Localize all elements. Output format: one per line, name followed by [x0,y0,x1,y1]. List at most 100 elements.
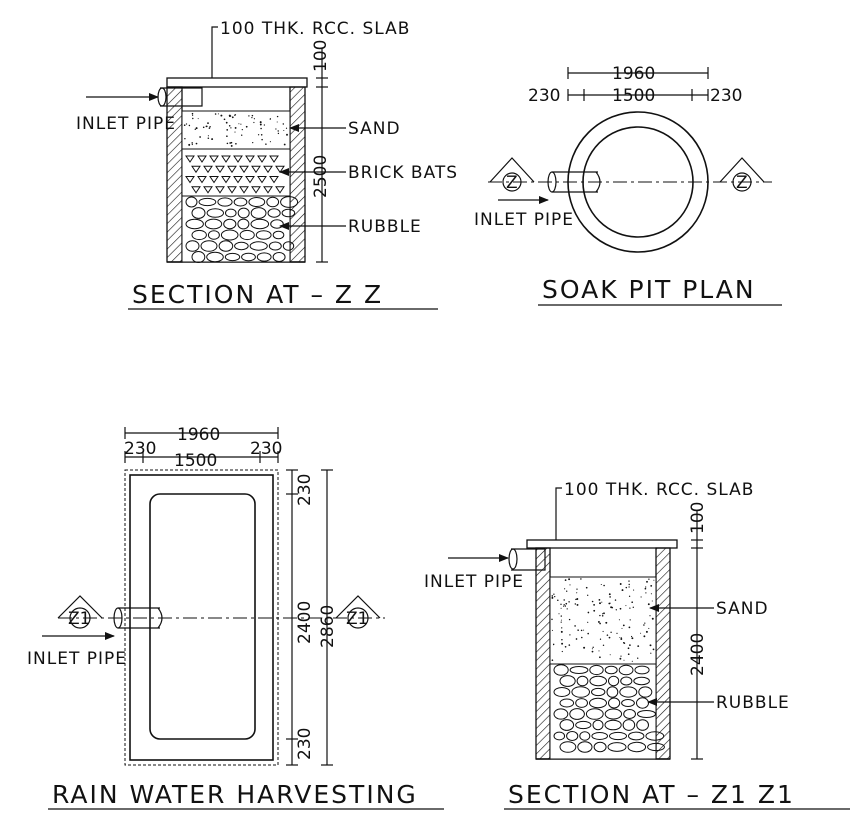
sand-dot [551,596,554,599]
sand-dot [191,143,193,146]
sand-dot [601,613,604,615]
inner-dim: 1500 [612,86,655,106]
sand-dot [208,127,211,129]
sand-dot [551,618,553,621]
overall-dim: 1960 [612,64,655,84]
rubble-stone [589,664,604,676]
inlet-label: INLET PIPE [424,572,524,592]
sand-dot [275,128,277,130]
pipe-cut [595,171,601,193]
sand-dot [241,134,243,136]
sand-dot [653,579,655,581]
sand-dot [608,593,611,596]
sand-dot [230,127,232,129]
rubble-stone [223,218,237,230]
sand-dot [188,124,191,127]
sand-dot [253,118,255,120]
rubble-stone [224,252,241,262]
sand-dot [192,117,194,120]
sand-dot [269,141,271,143]
sand-dot [629,607,631,609]
sand-dot [564,605,567,607]
sand-dot [576,598,579,600]
marker-left-text: Z [506,173,518,193]
rubble-stone [621,699,635,707]
sand-dot [640,632,642,634]
sand-dot [207,122,209,124]
sand-dot [620,655,622,657]
sand-dot [603,612,605,615]
sand-dot [261,138,263,141]
sand-dot [561,650,563,653]
brick-bat [215,165,225,174]
rubble-stone [576,675,589,687]
rubble-stone [569,666,589,674]
rubble-stone [559,698,575,708]
brick-bat [245,155,255,163]
rcc-slab [526,539,678,549]
brick-bat [257,155,267,163]
sand-dot [235,142,237,145]
sand-dot [566,590,568,592]
brick-bat [203,186,213,194]
sand-dot [565,602,568,605]
sand-dot [206,125,208,127]
rubble-stone [191,251,206,263]
rubble-stone [620,676,633,686]
rubble-stone [198,197,217,207]
sand-dot [560,603,562,606]
rubble-stone [248,197,266,207]
sand-dot [587,621,589,623]
sand-dot [609,602,611,604]
rubble-stone [575,720,592,730]
sand-dot [619,636,621,639]
sand-dot [566,608,568,610]
rubble-stone [553,708,569,720]
sand-dot [207,137,209,139]
soak-pit-plan: 1960 230 1500 230 INLET PIPE Z Z [474,64,782,306]
brick-bat [245,176,255,184]
rubble-stone [571,686,591,698]
brick-bat [233,176,243,184]
sand-dot [195,142,198,145]
sand-dot [640,596,642,598]
sand-dot [560,619,562,621]
rubble-stone [591,732,609,740]
sand-dot [632,606,634,608]
sand-dot [214,113,217,115]
sand-dot [197,118,199,120]
sand-dot [650,652,652,654]
sand-dot [598,650,600,652]
sand-dot [631,660,633,662]
section-marker-right: Z [719,157,765,193]
section-marker-left: Z [489,157,535,193]
rubble-stone [577,741,593,753]
sand-dot [560,615,562,617]
rubble-stone [636,719,649,731]
sand-dot [645,586,647,588]
rubble-stone [589,697,607,709]
rubble-stone [282,241,295,251]
sand-dot [195,127,198,130]
sand-dot [593,603,596,606]
sand-dot [562,605,565,607]
rubble-stone [559,675,576,687]
brick-label: BRICK BATS [348,163,458,183]
sand-dot [183,124,186,126]
section-marker-right: Z1 [335,595,381,629]
sand-dot [209,125,211,128]
brick-bat [263,165,273,174]
sand-dot [646,580,648,583]
sand-dots [183,112,288,147]
rubble-stone [218,240,234,252]
rubble-stone [268,241,282,251]
sand-dot [599,656,601,659]
rubble-stone [204,218,223,230]
inlet-pipe [552,171,598,193]
brick-bat [263,186,273,194]
brick-bat [269,155,279,163]
brick-bat [197,176,207,184]
bottom-wall-dim: 230 [295,728,315,760]
rubble-stone [607,742,627,752]
sand-dot [625,605,627,607]
